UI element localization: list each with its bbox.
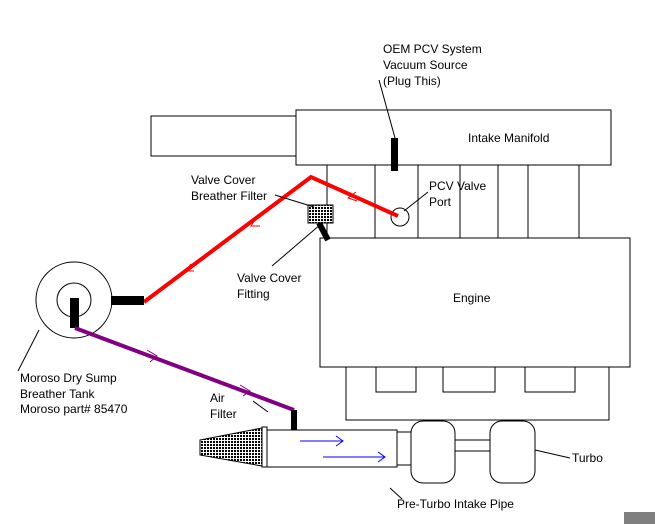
moroso-label-line1: Moroso Dry Sump <box>20 371 117 385</box>
intake-runners <box>326 164 580 239</box>
pcv-valve-port <box>390 207 410 227</box>
breather-hose-arrows <box>146 349 251 397</box>
intake-manifold-box <box>295 109 612 166</box>
engine-box <box>319 237 631 368</box>
pcv-valve-label-line2: Port <box>429 195 452 209</box>
moroso-label-line3: Moroso part# 85470 <box>20 402 128 416</box>
turbo-label: Turbo <box>572 451 603 465</box>
air-filter-label-line1: Air <box>210 391 225 405</box>
pipe-coupler <box>396 431 412 466</box>
intake-pipe-fitting <box>291 410 297 430</box>
leader-lines <box>17 79 571 500</box>
oem-pcv-vacuum-source <box>391 138 398 171</box>
engine-label: Engine <box>453 291 491 305</box>
valve-cover-fitting-label-line1: Valve Cover <box>237 271 301 285</box>
throttle-body-box <box>150 115 297 157</box>
pcv-hose-arrows <box>183 191 358 272</box>
air-filter-label-line2: Filter <box>210 407 237 421</box>
exhaust-ports <box>375 366 576 393</box>
intake-flow-arrows <box>300 435 386 463</box>
oem-pcv-label-line2: Vacuum Source <box>383 58 468 72</box>
pcv-hose <box>142 174 399 304</box>
turbo-shaft <box>454 439 491 452</box>
valve-cover-fitting-label-line2: Fitting <box>237 287 270 301</box>
pcv-valve-label-line1: PCV Valve <box>429 179 486 193</box>
pre-turbo-intake-pipe <box>266 429 398 468</box>
corner-mark <box>624 512 655 524</box>
valve-cover-fitting <box>316 221 331 242</box>
breather-hose <box>74 326 295 412</box>
breather-tank-outlet-fitting <box>111 296 144 305</box>
breather-tank-drain-fitting <box>70 298 79 328</box>
air-filter <box>199 427 263 467</box>
air-filter-clamp <box>261 426 268 468</box>
valve-cover-breather-filter <box>307 204 334 224</box>
pre-turbo-pipe-label: Pre-Turbo Intake Pipe <box>397 497 514 511</box>
valve-cover-breather-label-line2: Breather Filter <box>191 189 267 203</box>
moroso-label-line2: Breather Tank <box>20 387 95 401</box>
oem-pcv-label-line3: (Plug This) <box>383 74 441 88</box>
intake-manifold-label: Intake Manifold <box>468 131 549 145</box>
turbo-turbine <box>489 420 536 484</box>
oem-pcv-label-line1: OEM PCV System <box>383 42 482 56</box>
valve-cover-breather-label-line1: Valve Cover <box>191 173 255 187</box>
turbo-compressor <box>410 420 456 484</box>
